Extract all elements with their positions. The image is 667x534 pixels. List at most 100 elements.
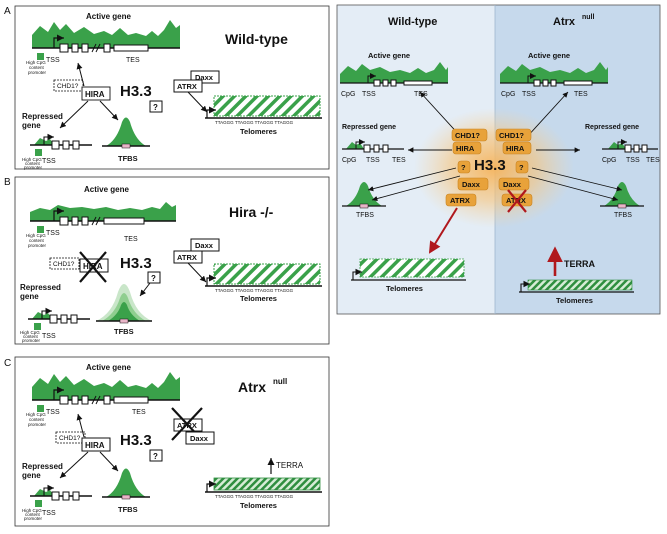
atrx-label: ATRX [177, 82, 197, 91]
terra-label: TERRA [564, 259, 595, 269]
svg-text:TES: TES [126, 57, 140, 64]
svg-text:TERRA: TERRA [276, 461, 304, 470]
svg-text:TSS: TSS [42, 510, 56, 517]
svg-text:High CpG: High CpG [26, 233, 46, 238]
svg-text:?: ? [519, 163, 524, 172]
svg-text:TSS: TSS [626, 157, 640, 164]
rp-h33-label: H3.3 [474, 157, 506, 174]
svg-text:CpG: CpG [342, 157, 356, 164]
svg-text:TTAGGG TTAGGG TTAGGG TTAGGG: TTAGGG TTAGGG TTAGGG TTAGGG [215, 494, 294, 499]
svg-text:HIRA: HIRA [85, 441, 105, 450]
svg-text:gene: gene [20, 292, 39, 301]
svg-text:promoter: promoter [24, 516, 43, 521]
svg-text:?: ? [151, 274, 156, 283]
svg-text:promoter: promoter [24, 165, 43, 170]
svg-text:CpG: CpG [501, 91, 515, 98]
svg-text:TES: TES [646, 157, 660, 164]
svg-text:TSS: TSS [522, 91, 536, 98]
svg-text:TSS: TSS [362, 91, 376, 98]
svg-text:promoter: promoter [28, 422, 47, 427]
svg-text:Daxx: Daxx [195, 241, 214, 250]
svg-text:TFBS: TFBS [118, 505, 138, 514]
svg-text:content: content [29, 65, 45, 70]
svg-text:Atrx: Atrx [238, 379, 266, 395]
svg-text:High CpG: High CpG [26, 60, 46, 65]
svg-text:TES: TES [124, 236, 138, 243]
svg-text:HIRA: HIRA [506, 144, 525, 153]
svg-text:High CpG: High CpG [26, 412, 46, 417]
svg-text:Active gene: Active gene [368, 51, 410, 60]
svg-text:gene: gene [22, 471, 41, 480]
svg-text:TTAGGG TTAGGG TTAGGG TTAGGG: TTAGGG TTAGGG TTAGGG TTAGGG [215, 120, 294, 125]
svg-text:TSS: TSS [42, 333, 56, 340]
svg-text:TFBS: TFBS [356, 212, 374, 219]
chd1-label: CHD1? [57, 83, 79, 90]
cpg-square [37, 53, 44, 60]
panel-b: B Active gene High CpG content promoter … [4, 176, 330, 345]
h33-label: H3.3 [120, 83, 152, 100]
svg-text:CpG: CpG [602, 157, 616, 164]
svg-text:Active gene: Active gene [84, 185, 129, 194]
svg-text:Repressed gene: Repressed gene [585, 124, 639, 131]
svg-text:TES: TES [414, 91, 428, 98]
svg-text:Daxx: Daxx [462, 180, 481, 189]
atrx-null-title: Atrx [553, 16, 576, 28]
svg-text:content: content [29, 417, 45, 422]
svg-text:TSS: TSS [46, 57, 60, 64]
daxx-label: Daxx [195, 73, 214, 82]
svg-text:TSS: TSS [366, 157, 380, 164]
svg-text:Repressed gene: Repressed gene [342, 124, 396, 131]
svg-text:CHD1?: CHD1? [53, 261, 75, 268]
svg-text:promoter: promoter [22, 338, 41, 343]
svg-text:content: content [23, 334, 39, 339]
svg-text:content: content [25, 512, 41, 517]
svg-text:Hira -/-: Hira -/- [229, 204, 274, 220]
svg-text:Active gene: Active gene [86, 363, 131, 372]
svg-text:content: content [25, 161, 41, 166]
svg-text:B: B [4, 177, 11, 188]
svg-text:ATRX: ATRX [177, 253, 197, 262]
exon [59, 43, 69, 53]
svg-text:?: ? [153, 452, 158, 461]
svg-text:ATRX: ATRX [450, 196, 470, 205]
svg-text:TES: TES [132, 409, 146, 416]
svg-text:Repressed: Repressed [22, 462, 63, 471]
right-panel: Wild-type Atrx null Active gene CpG TSS … [336, 4, 661, 315]
panel-a: A Active gene High CpG content promoter … [4, 5, 330, 170]
panel-c: C Active gene High CpG content promoter … [4, 356, 330, 527]
svg-text:CpG: CpG [341, 91, 355, 98]
svg-text:High CpG: High CpG [22, 508, 42, 513]
svg-text:?: ? [153, 103, 158, 112]
svg-text:TES: TES [574, 91, 588, 98]
active-gene-coverage [32, 20, 180, 48]
wild-type-title: Wild-type [388, 16, 437, 28]
svg-text:TES: TES [392, 157, 406, 164]
svg-text:TFBS: TFBS [118, 154, 138, 163]
hira-label: HIRA [85, 90, 105, 99]
svg-text:?: ? [461, 163, 466, 172]
svg-text:Daxx: Daxx [503, 180, 522, 189]
svg-text:TTAGGG TTAGGG TTAGGG TTAGGG: TTAGGG TTAGGG TTAGGG TTAGGG [215, 288, 294, 293]
svg-text:Active gene: Active gene [528, 51, 570, 60]
svg-text:null: null [273, 377, 287, 386]
svg-text:promoter: promoter [28, 70, 47, 75]
svg-text:content: content [29, 238, 45, 243]
svg-text:Daxx: Daxx [190, 434, 209, 443]
active-gene-label: Active gene [86, 12, 131, 21]
svg-text:H3.3: H3.3 [120, 255, 152, 272]
tfbs-peak [106, 117, 146, 146]
svg-text:TSS: TSS [42, 158, 56, 165]
svg-text:TFBS: TFBS [114, 327, 134, 336]
svg-text:promoter: promoter [28, 243, 47, 248]
svg-text:Telomeres: Telomeres [386, 284, 423, 293]
svg-text:null: null [582, 14, 594, 21]
svg-text:High CpG: High CpG [20, 330, 40, 335]
svg-text:TSS: TSS [46, 230, 60, 237]
genotype-label: Wild-type [225, 31, 288, 47]
panel-label-a: A [4, 6, 11, 17]
svg-text:Telomeres: Telomeres [240, 501, 277, 510]
svg-text:Repressed: Repressed [22, 112, 63, 121]
svg-text:TFBS: TFBS [614, 212, 632, 219]
rp-chd1-left: CHD1? [455, 131, 480, 140]
